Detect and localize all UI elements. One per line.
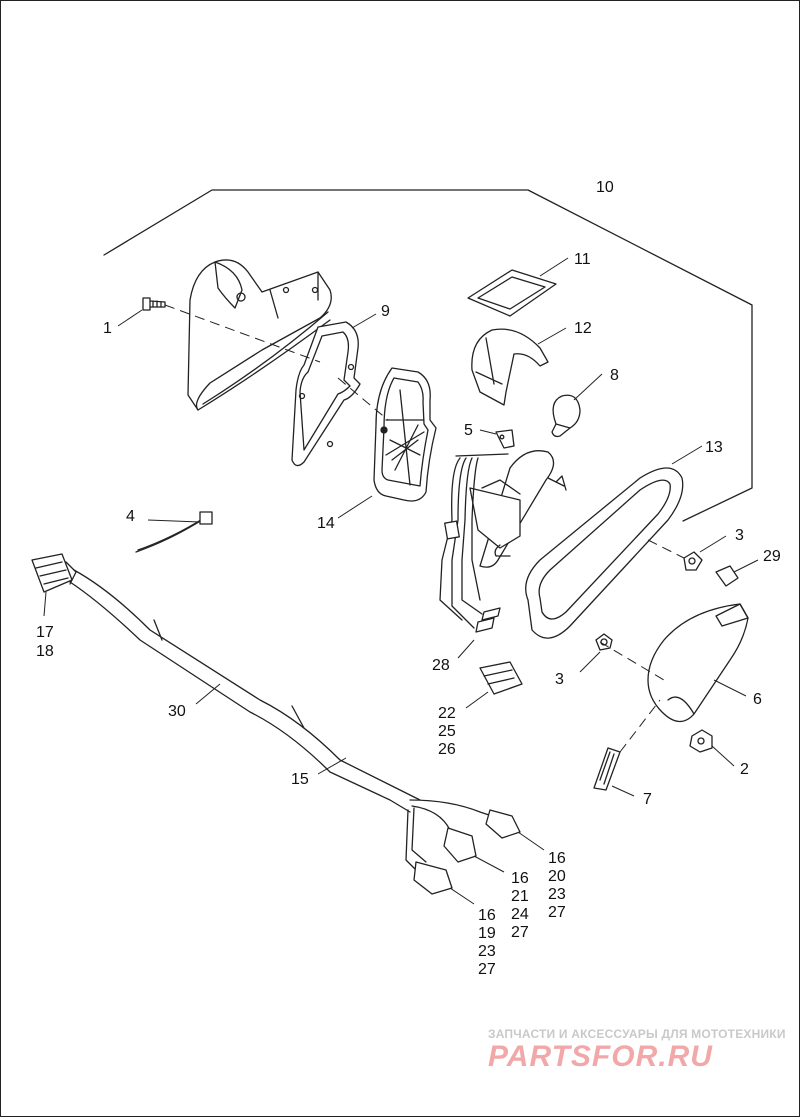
part-3-nut-a: [683, 551, 703, 571]
callout-6: 6: [753, 691, 762, 708]
callout-23-b: 23: [478, 943, 496, 960]
callout-27-a: 27: [548, 904, 566, 921]
callout-21: 21: [511, 888, 529, 905]
callout-11: 11: [574, 251, 591, 268]
part-5-clip: [495, 429, 515, 449]
callout-labels: 1 2 3 3 4 5 6 7 8 9 10 11 12 13 14 15 16…: [36, 179, 781, 978]
callout-12: 12: [574, 320, 592, 337]
part-6-cover: [647, 603, 749, 723]
callout-24: 24: [511, 906, 529, 923]
part-4-cable-tie: [135, 511, 213, 553]
part-13-gasket-ring: [525, 467, 684, 639]
part-10-housing: [187, 259, 332, 411]
callout-16-a: 16: [548, 850, 566, 867]
callout-1: 1: [103, 320, 112, 337]
part-14-lens: [373, 367, 437, 502]
part-3-nut-b: [595, 633, 613, 651]
part-7-reflector: [593, 747, 621, 791]
part-9-gasket: [291, 321, 361, 467]
callout-18: 18: [36, 643, 54, 660]
assembly-bracket-10: [103, 189, 753, 522]
callout-14: 14: [317, 515, 335, 532]
callout-27-c: 27: [478, 961, 496, 978]
callout-5: 5: [464, 422, 473, 439]
watermark-logo: PARTSFOR.RU: [488, 1040, 713, 1073]
part-11-pad: [467, 269, 557, 317]
callout-27-b: 27: [511, 924, 529, 941]
watermark-tagline: ЗАПЧАСТИ И АКСЕССУАРЫ ДЛЯ МОТОТЕХНИКИ: [488, 1027, 786, 1041]
callout-16-c: 16: [478, 907, 496, 924]
callout-2: 2: [740, 761, 749, 778]
leader-lines: [43, 257, 759, 905]
callout-28: 28: [432, 657, 450, 674]
callout-20: 20: [548, 868, 566, 885]
part-22-connector: [479, 661, 523, 695]
callout-25: 25: [438, 723, 456, 740]
callout-3-upper: 3: [735, 527, 744, 544]
projection-lines: [164, 304, 685, 753]
callout-30: 30: [168, 703, 186, 720]
watermark: ЗАПЧАСТИ И АКСЕССУАРЫ ДЛЯ МОТОТЕХНИКИ PA…: [488, 1027, 786, 1073]
part-17-18-connector: [31, 553, 77, 593]
callout-10: 10: [596, 179, 614, 196]
callout-26: 26: [438, 741, 456, 758]
part-28-socket-harness: [439, 450, 567, 633]
callout-9: 9: [381, 303, 390, 320]
part-29-cap: [715, 565, 739, 587]
callout-3-lower: 3: [555, 671, 564, 688]
part-1-screw: [142, 297, 166, 311]
callout-13: 13: [705, 439, 723, 456]
callout-16-b: 16: [511, 870, 529, 887]
callout-15: 15: [291, 771, 309, 788]
callout-29: 29: [763, 548, 781, 565]
part-2-nut: [689, 729, 713, 753]
part-8-bulb: [551, 394, 581, 438]
callout-23-a: 23: [548, 886, 566, 903]
callout-22: 22: [438, 705, 456, 722]
part-15-30-harness: [69, 569, 521, 895]
part-12-shield: [471, 328, 549, 406]
callout-4: 4: [126, 508, 135, 525]
callout-7: 7: [643, 791, 652, 808]
callout-19: 19: [478, 925, 496, 942]
callout-8: 8: [610, 367, 619, 384]
callout-17: 17: [36, 624, 54, 641]
